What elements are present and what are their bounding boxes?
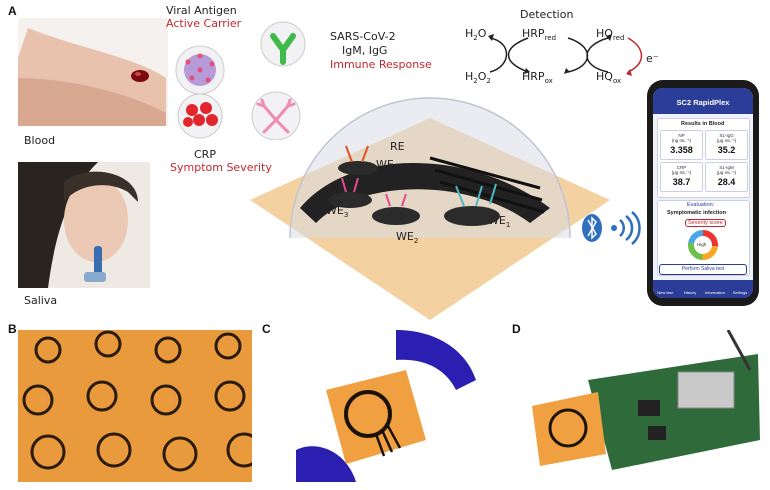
re-label: RE <box>390 140 405 153</box>
we3-label: WE3 <box>326 204 349 220</box>
hq-ox-formula: HQox <box>596 70 622 86</box>
pcb-board-photo <box>528 330 760 482</box>
detection-label: Detection <box>520 8 574 21</box>
flexible-sensor-photo <box>296 330 492 482</box>
nav-information[interactable]: Information <box>705 290 726 295</box>
evaluation-value: Symptomatic infection <box>667 210 726 216</box>
blood-finger-photo <box>18 18 168 126</box>
h2o-formula: H2O <box>465 27 487 43</box>
we1-label: WE1 <box>488 214 511 230</box>
crp-label: CRP <box>194 148 216 161</box>
severity-level: High <box>697 242 707 247</box>
redox-cycle-arrows <box>488 34 643 76</box>
panel-a-label: A <box>8 4 17 18</box>
perform-saliva-test-button[interactable]: Perform Saliva test <box>659 264 747 275</box>
evaluation-card <box>657 200 750 276</box>
we2-label: WE2 <box>396 230 419 246</box>
app-title: SC2 RapidPlex <box>653 88 753 114</box>
sars-label: SARS-CoV-2 <box>330 30 396 43</box>
bluetooth-wireless-icon <box>582 211 641 245</box>
nav-new-test[interactable]: New test <box>657 290 673 295</box>
sensor-dome-illustration <box>250 97 610 320</box>
immune-response-label: Immune Response <box>330 58 432 71</box>
igm-igg-label: IgM, IgG <box>342 44 388 57</box>
hrp-ox-formula: HRPox <box>522 70 553 86</box>
panel-c-label: C <box>262 322 271 336</box>
result-cell-crp: CRP(μg mL⁻¹) 38.7 <box>660 162 703 192</box>
hq-red-formula: HQred <box>596 27 625 43</box>
app-screen: SC2 RapidPlex Results in Blood NP(ng mL⁻… <box>653 88 753 298</box>
panel-b-label: B <box>8 322 17 336</box>
h2o2-formula: H2O2 <box>465 70 491 86</box>
smartphone: SC2 RapidPlex Results in Blood NP(ng mL⁻… <box>647 80 759 306</box>
results-header: Results in Blood <box>681 121 725 127</box>
symptom-severity-label: Symptom Severity <box>170 161 272 174</box>
result-cell-s1-igg: S1-IgG(μg mL⁻¹) 35.2 <box>705 130 748 160</box>
result-cell-s1-igm: S1-IgM(μg mL⁻¹) 28.4 <box>705 162 748 192</box>
severity-label: Severity score <box>685 219 726 227</box>
blood-label: Blood <box>24 134 56 147</box>
panel-d-label: D <box>512 322 521 336</box>
hrp-red-formula: HRPred <box>522 27 557 43</box>
evaluation-label: Evaluation: <box>687 202 715 208</box>
active-carrier-label: Active Carrier <box>166 17 242 30</box>
sensor-array-photo <box>18 330 252 482</box>
biomarker-icons <box>175 21 306 140</box>
severity-gauge <box>688 230 718 260</box>
nav-history[interactable]: History <box>683 290 697 295</box>
nav-settings[interactable]: Settings <box>732 290 748 295</box>
electron-label: e⁻ <box>646 52 659 65</box>
saliva-label: Saliva <box>24 294 58 307</box>
we4-label: WE4 <box>376 158 399 174</box>
bottom-nav: New test History Information Settings <box>653 280 753 298</box>
saliva-person-photo <box>18 162 150 288</box>
viral-antigen-label: Viral Antigen <box>166 4 237 17</box>
result-cell-np: NP(ng mL⁻¹) 3.358 <box>660 130 703 160</box>
